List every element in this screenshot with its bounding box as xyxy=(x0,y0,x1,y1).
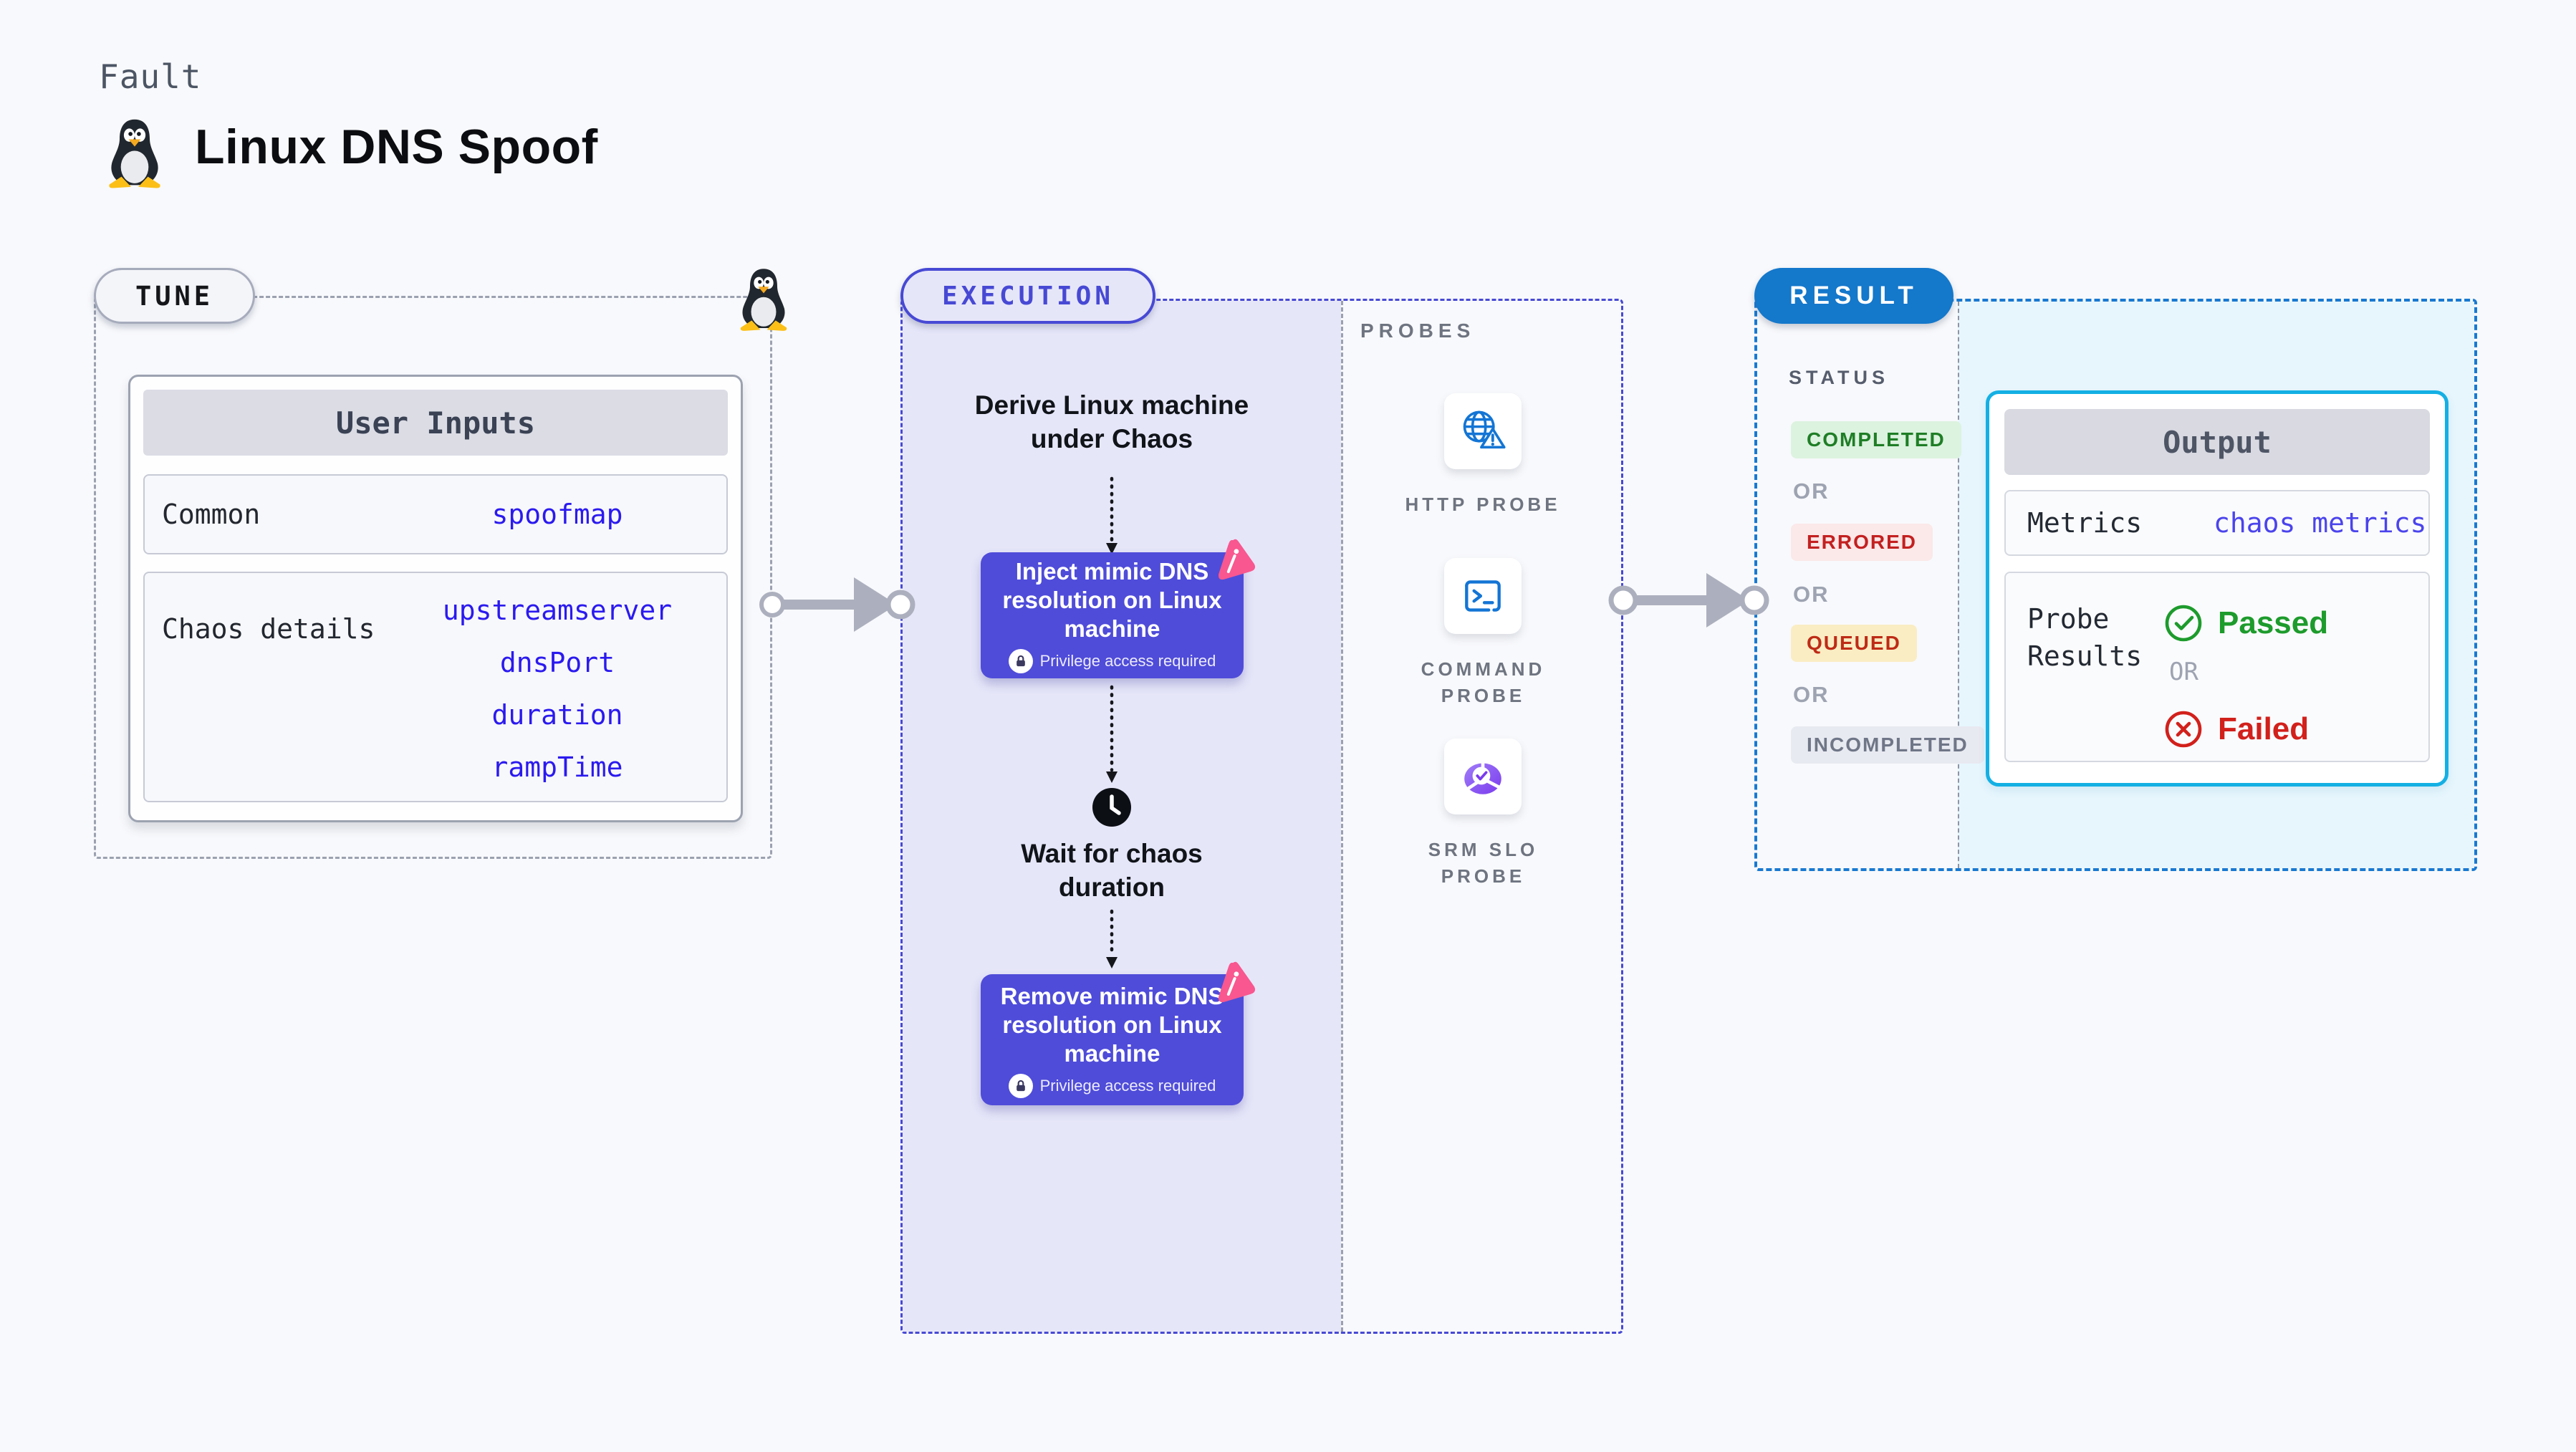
probes-label: PROBES xyxy=(1360,319,1476,342)
command-probe-label: COMMAND PROBE xyxy=(1421,658,1546,706)
table-row-common: Common spoofmap xyxy=(143,474,728,554)
user-inputs-card: User Inputs Common spoofmap Chaos detail… xyxy=(128,375,743,822)
lock-icon xyxy=(1008,1073,1033,1098)
http-probe-card xyxy=(1444,393,1522,469)
output-header: Output xyxy=(2004,409,2430,475)
fault-category-label: Fault xyxy=(99,57,202,96)
status-badge-queued: QUEUED xyxy=(1791,625,1917,662)
privilege-note-text: Privilege access required xyxy=(1039,1076,1216,1095)
dotted-connector-2 xyxy=(1106,685,1118,783)
tux-penguin-icon-small xyxy=(740,269,787,331)
remove-step-box: Remove mimic DNS resolution on Linux mac… xyxy=(981,974,1244,1105)
arrow-tune-to-execution xyxy=(759,577,915,632)
result-badge: RESULT xyxy=(1754,268,1953,324)
status-badge-incompleted: INCOMPLETED xyxy=(1791,726,1984,764)
execution-probes-divider xyxy=(1341,301,1343,1332)
user-inputs-header: User Inputs xyxy=(143,390,728,456)
chaos-litmus-icon xyxy=(1219,539,1256,580)
slo-pie-check-icon xyxy=(1464,760,1501,794)
or-separator: OR xyxy=(1793,582,1830,607)
input-link-upstreamserver[interactable]: upstreamserver xyxy=(442,595,673,626)
probe-results-row: Probe Results Passed OR Failed xyxy=(2004,572,2430,762)
failed-label: Failed xyxy=(2218,711,2310,746)
arrow-execution-to-result xyxy=(1608,573,1769,628)
or-separator: OR xyxy=(1793,682,1830,707)
globe-alert-icon xyxy=(1463,410,1506,449)
srm-slo-probe-label: SRM SLO PROBE xyxy=(1428,839,1539,887)
privilege-note: Privilege access required xyxy=(1008,1073,1216,1098)
chaos-metrics-link[interactable]: chaos metrics xyxy=(2214,507,2427,539)
privilege-note-text: Privilege access required xyxy=(1039,652,1216,670)
dotted-connector-1 xyxy=(1106,476,1118,554)
execution-badge: EXECUTION xyxy=(900,268,1155,324)
check-circle-icon xyxy=(2165,605,2202,642)
row-label: Common xyxy=(162,499,261,530)
remove-step-text: Remove mimic DNS resolution on Linux mac… xyxy=(1000,982,1224,1067)
http-probe-label: HTTP PROBE xyxy=(1405,494,1561,515)
result-divider xyxy=(1958,302,1959,868)
clock-icon xyxy=(1092,788,1131,827)
or-separator: OR xyxy=(2169,658,2198,686)
status-badge-errored: ERRORED xyxy=(1791,524,1933,561)
row-label: Chaos details xyxy=(162,613,375,645)
input-link-duration[interactable]: duration xyxy=(491,699,623,731)
terminal-icon xyxy=(1465,580,1501,612)
probe-passed-line: Passed xyxy=(2163,603,2328,643)
chaos-litmus-icon xyxy=(1219,961,1256,1003)
table-row-chaos-details: Chaos details upstreamserver dnsPort dur… xyxy=(143,572,728,802)
probe-failed-line: Failed xyxy=(2163,709,2309,749)
probe-results-label: Probe Results xyxy=(2027,603,2143,672)
dotted-connector-3 xyxy=(1106,909,1118,968)
wait-step-text: Wait for chaos duration xyxy=(1021,839,1203,902)
tux-penguin-icon xyxy=(109,119,160,188)
command-probe-card xyxy=(1444,558,1522,634)
output-card: Output Metrics chaos metrics Probe Resul… xyxy=(1986,390,2448,787)
tune-badge: TUNE xyxy=(94,268,255,324)
inject-step-box: Inject mimic DNS resolution on Linux mac… xyxy=(981,552,1244,678)
metrics-row: Metrics chaos metrics xyxy=(2004,490,2430,556)
srm-slo-probe-card xyxy=(1444,739,1522,814)
tune-section-box xyxy=(94,296,772,859)
input-link-spoofmap[interactable]: spoofmap xyxy=(491,499,623,530)
or-separator: OR xyxy=(1793,479,1830,504)
passed-label: Passed xyxy=(2218,605,2329,640)
input-link-ramptime[interactable]: rampTime xyxy=(491,751,623,783)
status-label: STATUS xyxy=(1789,367,1889,388)
input-link-dnsport[interactable]: dnsPort xyxy=(499,647,615,678)
metrics-label: Metrics xyxy=(2027,507,2143,539)
inject-step-text: Inject mimic DNS resolution on Linux mac… xyxy=(1002,558,1222,642)
page-title: Linux DNS Spoof xyxy=(195,120,598,174)
derive-step-text: Derive Linux machine under Chaos xyxy=(974,390,1249,453)
status-badge-completed: COMPLETED xyxy=(1791,421,1961,458)
lock-icon xyxy=(1008,649,1033,673)
privilege-note: Privilege access required xyxy=(1008,649,1216,673)
x-circle-icon xyxy=(2165,711,2202,748)
